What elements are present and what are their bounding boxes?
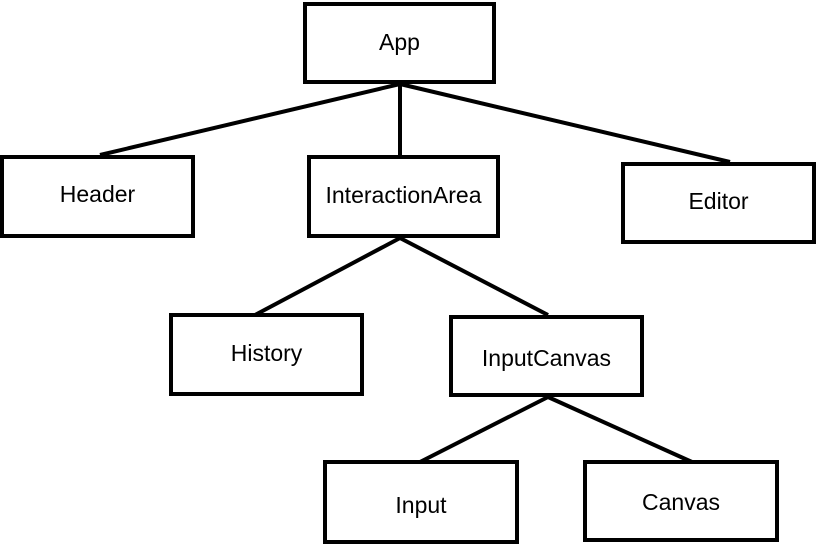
node-app: App bbox=[303, 2, 496, 84]
edge-inputcanvas-canvas bbox=[547, 395, 693, 464]
node-input-canvas-label: InputCanvas bbox=[481, 344, 612, 371]
edge-app-editor bbox=[399, 82, 731, 164]
edge-interactionarea-history bbox=[254, 236, 401, 317]
node-input-canvas: InputCanvas bbox=[449, 315, 644, 397]
edge-interactionarea-inputcanvas bbox=[399, 236, 549, 317]
node-history: History bbox=[169, 313, 364, 396]
node-editor-label: Editor bbox=[688, 188, 749, 214]
edge-inputcanvas-input bbox=[419, 395, 549, 464]
node-interaction-area: InteractionArea bbox=[307, 155, 500, 238]
edge-app-header bbox=[99, 82, 401, 157]
node-interaction-area-label: InteractionArea bbox=[325, 181, 482, 208]
node-editor: Editor bbox=[621, 162, 816, 244]
node-input-label: Input bbox=[395, 491, 447, 518]
node-canvas: Canvas bbox=[583, 460, 779, 542]
node-app-label: App bbox=[379, 28, 420, 55]
node-input: Input bbox=[323, 460, 519, 544]
node-history-label: History bbox=[230, 340, 303, 366]
node-header: Header bbox=[0, 155, 195, 238]
node-header-label: Header bbox=[59, 181, 136, 207]
node-canvas-label: Canvas bbox=[642, 488, 720, 515]
